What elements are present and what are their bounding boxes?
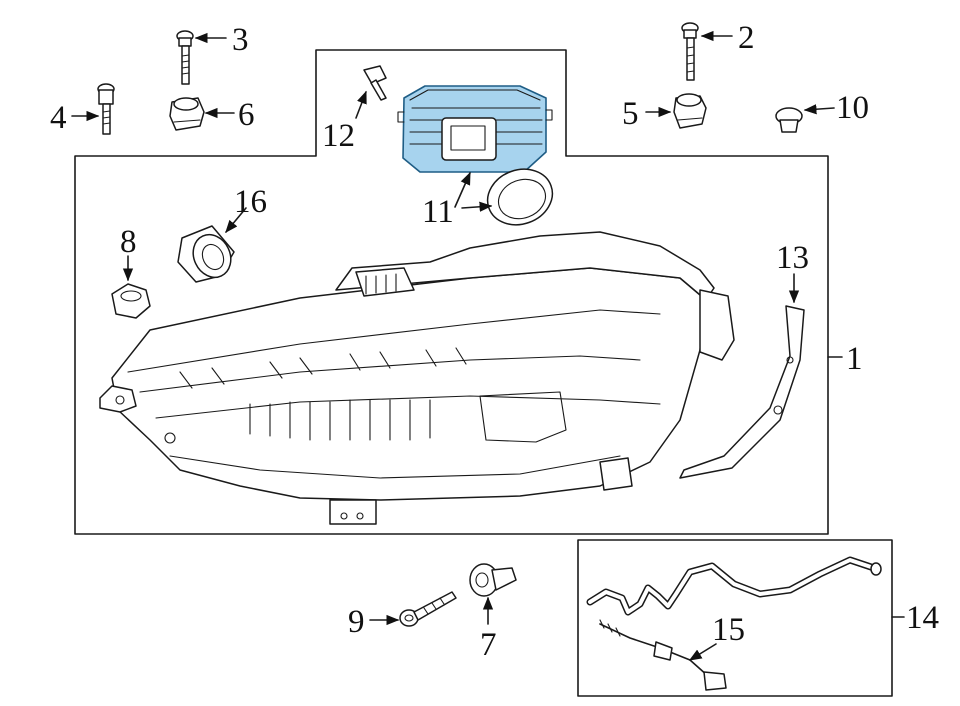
leader-16 [225, 207, 247, 233]
bolt-9[interactable] [399, 591, 457, 627]
callout-2: 2 [738, 20, 755, 56]
callout-1: 1 [846, 341, 863, 377]
headlamp-drl-segments [179, 347, 467, 389]
callout-5: 5 [622, 96, 639, 132]
harness-frame [577, 539, 893, 697]
control-module-top-edge [409, 89, 541, 101]
callout-9: 9 [348, 604, 365, 640]
leader-12 [355, 90, 367, 119]
control-module-highlighted[interactable] [397, 85, 553, 173]
headlamp-assembly[interactable] [99, 231, 735, 525]
leader-11 [454, 171, 471, 208]
wiring-harness-14[interactable] [586, 556, 882, 616]
screw-12[interactable] [363, 65, 387, 101]
leader-11b [461, 201, 493, 212]
callout-12: 12 [322, 118, 355, 154]
control-module-tabs [397, 109, 553, 123]
screw-4[interactable] [97, 83, 115, 135]
headlamp-lens-mid [139, 355, 641, 393]
leader-15 [688, 643, 717, 661]
callout-3: 3 [232, 22, 249, 58]
headlamp-right-bracket [699, 289, 735, 361]
hex-nut-8[interactable] [111, 283, 151, 319]
headlamp-lens-top [127, 309, 661, 373]
assembly-frame [74, 49, 829, 535]
bolt-3[interactable] [176, 30, 194, 85]
plug-10[interactable] [775, 107, 803, 133]
clip-nut-5[interactable] [673, 93, 707, 129]
callout-10: 10 [836, 90, 869, 126]
callout-8: 8 [120, 224, 137, 260]
leader-10 [803, 104, 835, 115]
headlamp-lens-low [155, 395, 661, 419]
headlamp-mount-tab-left [99, 385, 137, 413]
seal-strip-13[interactable] [679, 305, 805, 479]
clip-7[interactable] [469, 563, 517, 597]
headlamp-rear-body [335, 231, 715, 301]
callout-11: 11 [422, 194, 454, 230]
callout-7: 7 [480, 627, 497, 663]
control-module-connector-inner [450, 125, 486, 151]
headlamp-reflector-ribs [249, 399, 431, 441]
headlamp-mount-tab-bottom [329, 499, 377, 525]
headlamp-projector [479, 391, 567, 443]
headlamp-rear-connector [355, 267, 415, 297]
callout-4: 4 [50, 100, 67, 136]
callout-14: 14 [906, 600, 939, 636]
socket-16[interactable] [177, 225, 238, 284]
headlamp-bottom-right-tab [599, 457, 633, 491]
callout-6: 6 [238, 97, 255, 133]
wire-connector-15[interactable] [599, 619, 727, 691]
bolt-2[interactable] [681, 22, 699, 81]
clip-nut-6[interactable] [169, 97, 205, 131]
callout-16: 16 [234, 184, 267, 220]
control-module-connector [441, 117, 497, 161]
callout-15: 15 [712, 612, 745, 648]
headlamp-lower-edge [169, 455, 621, 479]
callout-13: 13 [776, 240, 809, 276]
